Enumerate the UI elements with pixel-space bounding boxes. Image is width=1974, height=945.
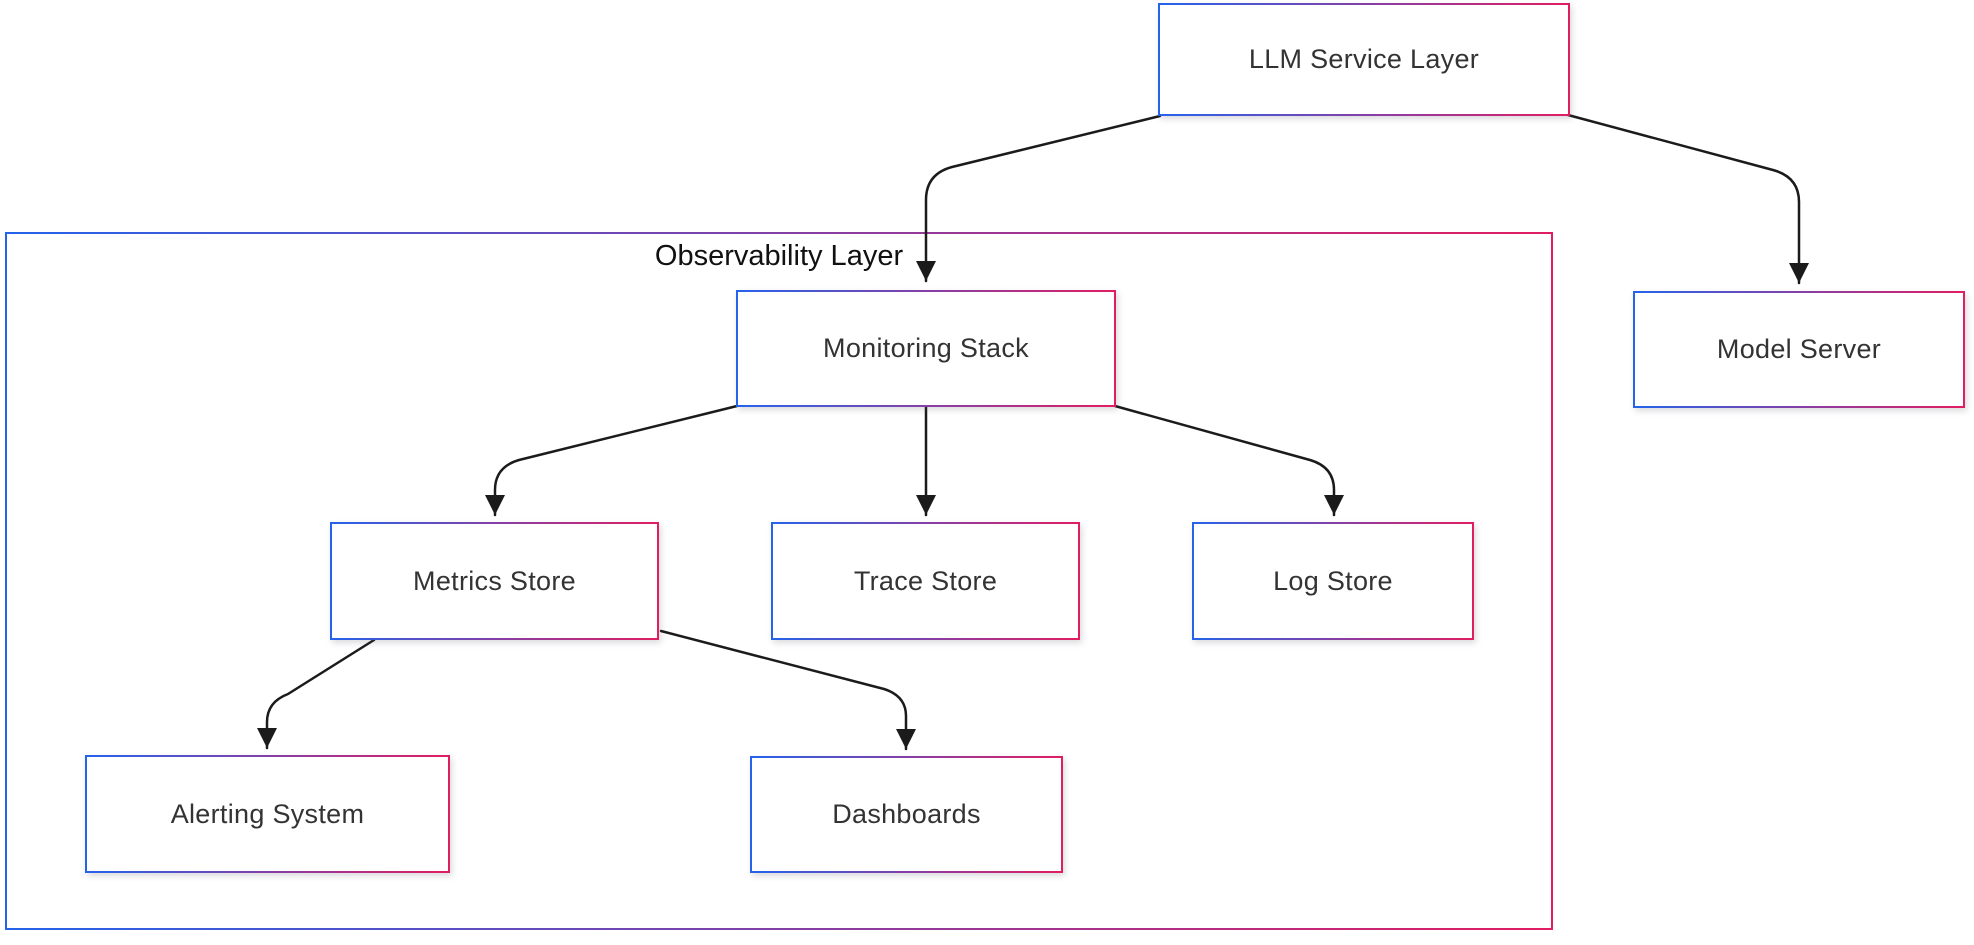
node-dashboards: Dashboards <box>750 756 1063 873</box>
node-metrics-store: Metrics Store <box>330 522 659 640</box>
edge-llm-to-monitoring <box>916 114 1162 283</box>
node-llm-service-layer: LLM Service Layer <box>1158 3 1570 116</box>
observability-layer-label: Observability Layer <box>654 240 904 272</box>
node-model-server-label: Model Server <box>1716 334 1882 364</box>
edge-metrics-to-dashboards <box>659 629 916 751</box>
node-log-store-label: Log Store <box>1273 565 1393 596</box>
edge-llm-to-model-server <box>1566 113 1809 285</box>
node-log-store: Log Store <box>1192 522 1474 640</box>
node-monitoring-stack: Monitoring Stack <box>736 290 1116 407</box>
node-dashboards-label: Dashboards <box>832 799 981 829</box>
node-metrics-store-label: Metrics Store <box>413 565 576 596</box>
edge-monitoring-to-metrics <box>485 404 739 517</box>
node-llm-service-layer-label: LLM Service Layer <box>1248 44 1480 74</box>
node-trace-store-label: Trace Store <box>853 565 998 596</box>
node-monitoring-stack-label: Monitoring Stack <box>823 333 1029 363</box>
node-alerting-system-label: Alerting System <box>170 798 365 829</box>
node-trace-store: Trace Store <box>771 522 1080 640</box>
edge-metrics-to-alerting <box>257 638 376 750</box>
node-model-server: Model Server <box>1633 291 1965 408</box>
node-alerting-system: Alerting System <box>85 755 450 873</box>
edge-monitoring-to-log <box>1113 404 1344 517</box>
